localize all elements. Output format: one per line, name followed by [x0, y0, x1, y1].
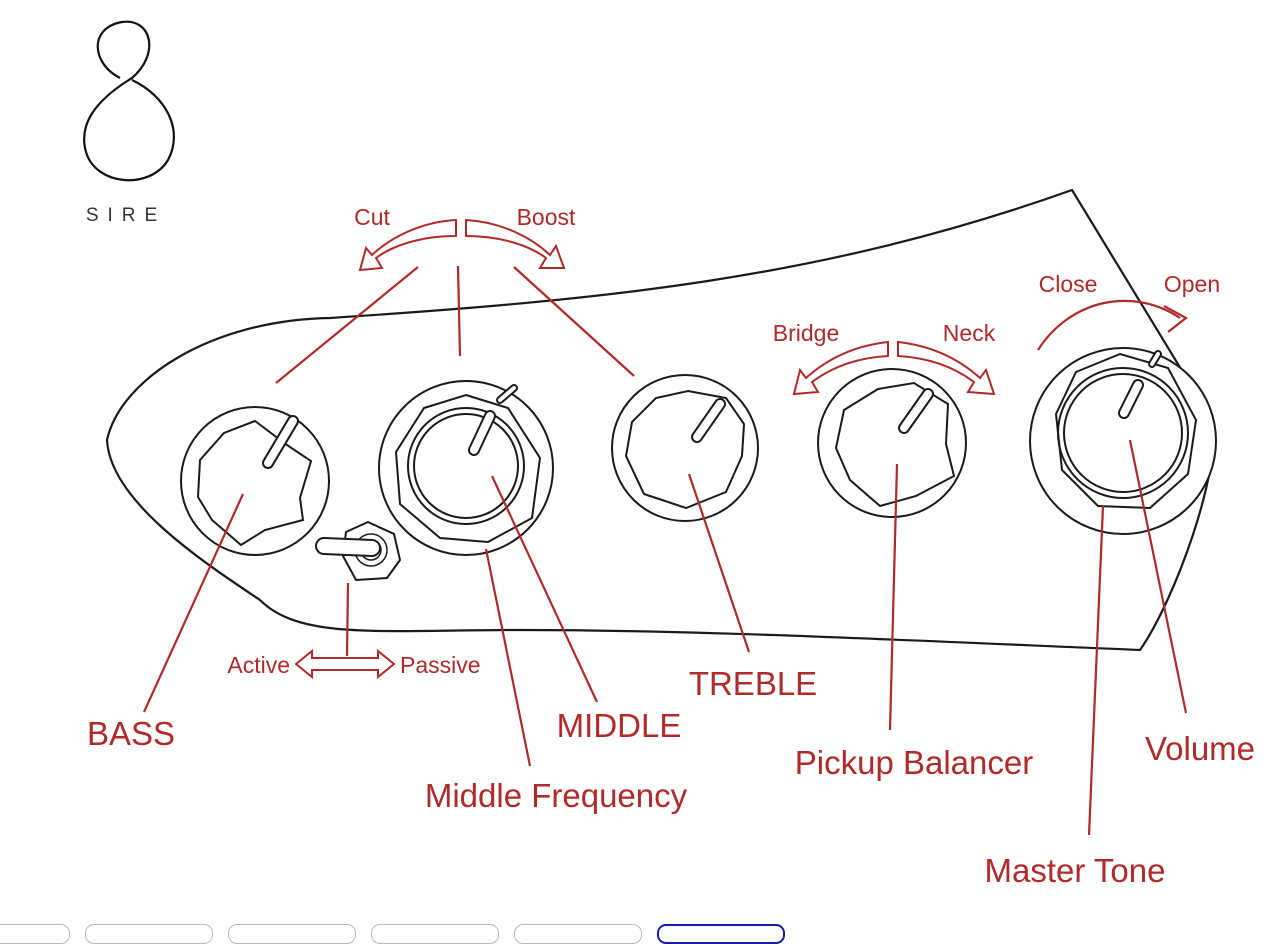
neck-label: Neck	[943, 320, 996, 346]
volume-label: Volume	[1145, 730, 1255, 767]
control-diagram: SIRE	[83, 20, 1255, 889]
pickup-balancer-label: Pickup Balancer	[795, 744, 1033, 781]
middle-label: MIDDLE	[557, 707, 682, 744]
pickup-balancer-knob[interactable]	[817, 368, 967, 518]
active-passive-switch[interactable]	[315, 520, 402, 582]
middle-knob[interactable]	[378, 380, 554, 556]
thumbnail-1[interactable]	[0, 924, 70, 944]
middle-frequency-label: Middle Frequency	[425, 777, 688, 814]
boost-label: Boost	[517, 204, 576, 230]
thumbnail-6-active[interactable]	[657, 924, 785, 944]
bass-label: BASS	[87, 715, 175, 752]
bass-knob[interactable]	[180, 406, 330, 556]
close-label: Close	[1039, 271, 1098, 297]
bridge-label: Bridge	[773, 320, 839, 346]
leader-lines	[142, 265, 1188, 836]
cut-label: Cut	[354, 204, 390, 230]
close-open-arrow	[1037, 299, 1189, 351]
active-passive-arrow	[294, 648, 396, 680]
active-label: Active	[227, 652, 290, 678]
thumbnail-strip	[0, 924, 1280, 944]
thumbnail-2[interactable]	[85, 924, 213, 944]
thumbnail-5[interactable]	[514, 924, 642, 944]
master-tone-label: Master Tone	[985, 852, 1166, 889]
thumbnail-4[interactable]	[371, 924, 499, 944]
cut-boost-arrows	[358, 218, 566, 272]
thumbnail-3[interactable]	[228, 924, 356, 944]
treble-label: TREBLE	[689, 665, 817, 702]
passive-label: Passive	[400, 652, 481, 678]
open-label: Open	[1164, 271, 1220, 297]
treble-knob[interactable]	[611, 374, 759, 522]
bridge-neck-arrows	[792, 340, 996, 396]
logo-text: SIRE	[86, 205, 166, 226]
control-plate-outline	[105, 188, 1215, 652]
volume-knob[interactable]	[1029, 347, 1217, 535]
sire-logo: SIRE	[83, 20, 175, 226]
